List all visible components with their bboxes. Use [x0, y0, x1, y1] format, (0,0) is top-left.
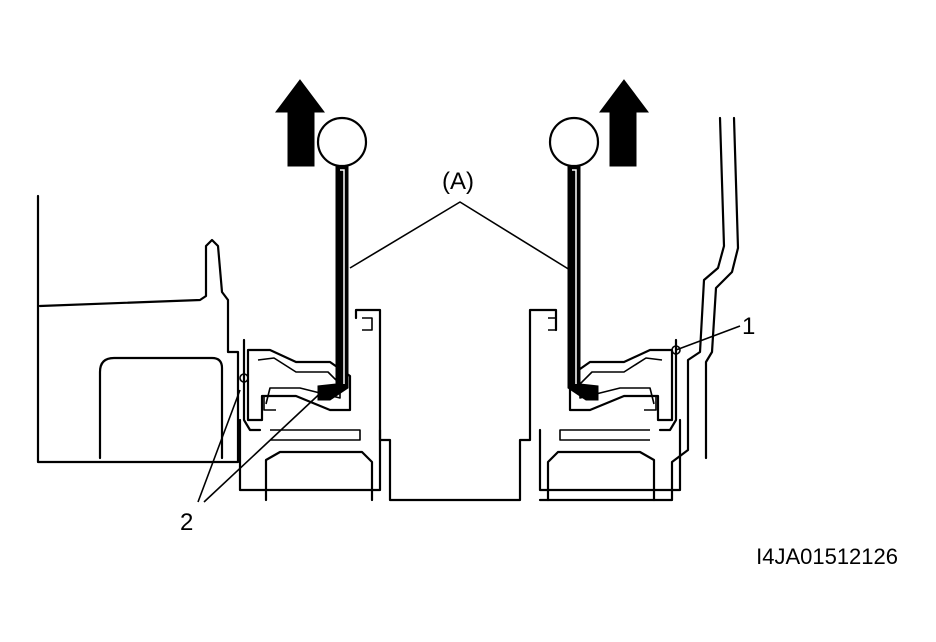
arrow-up-icon: [275, 79, 325, 167]
tool-label: (A): [442, 168, 474, 195]
left-seal-assembly: [238, 338, 382, 502]
leader-lines: [197, 201, 741, 503]
arrow-up-icon: [599, 79, 649, 167]
right-housing: [538, 116, 740, 502]
left-puller-tool: [316, 116, 368, 401]
right-puller-tool: [548, 116, 600, 401]
part-1-label: 1: [742, 313, 755, 340]
left-housing: [36, 194, 240, 464]
center-hub: [354, 308, 558, 502]
part-2-label: 2: [180, 509, 193, 536]
right-seal-assembly: [538, 338, 682, 502]
figure-code: I4JA01512126: [756, 544, 898, 569]
